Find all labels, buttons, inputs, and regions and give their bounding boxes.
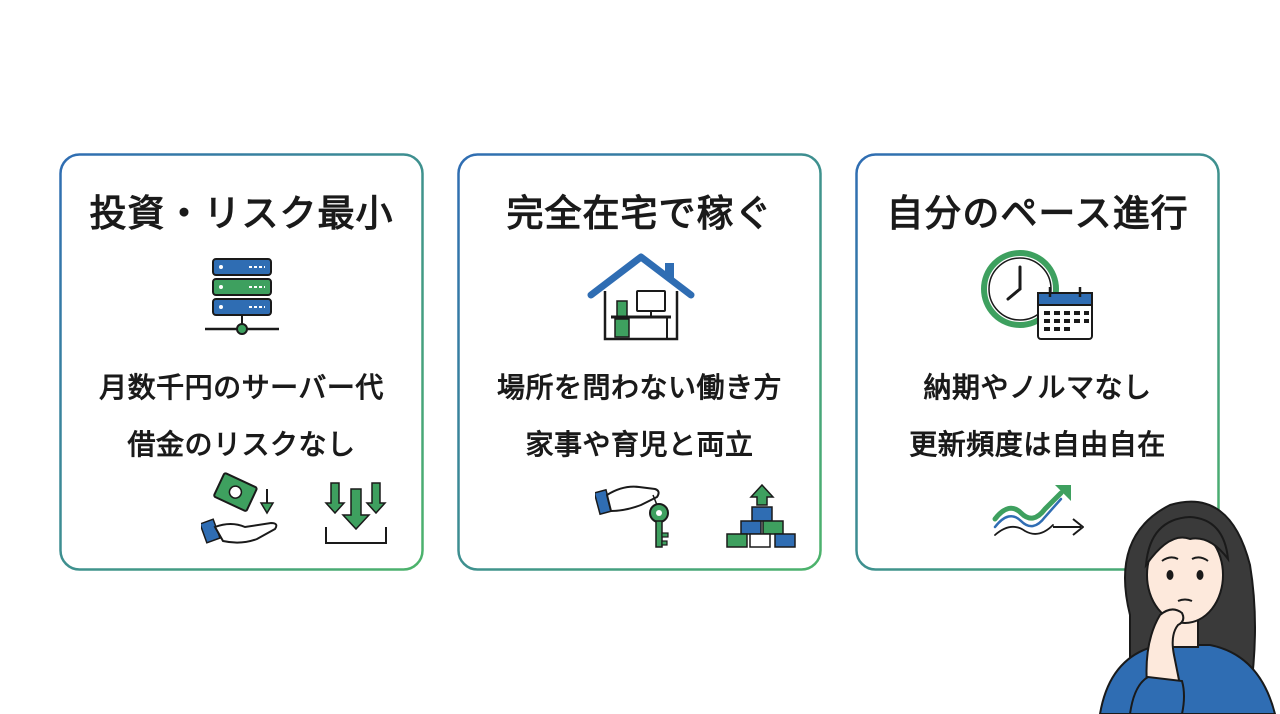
card-title: 投資・リスク最小 (89, 192, 394, 235)
hand-key-icon (595, 485, 669, 548)
home-office-icon (587, 253, 695, 341)
server-icon (205, 258, 279, 335)
card-title: 完全在宅で稼ぐ (506, 192, 773, 235)
blocks-icon (726, 483, 796, 548)
card-line: 更新頻度は自由自在 (909, 428, 1166, 461)
thinking-woman-illustration (1098, 500, 1277, 714)
card-title: 自分のペース進行 (886, 192, 1189, 235)
card-line: 場所を問わない働き方 (496, 371, 782, 404)
clock-calendar-icon (981, 250, 1093, 340)
card-line: 月数千円のサーバー代 (99, 371, 384, 404)
money-hand-icon (201, 472, 278, 544)
card-line: 家事や育児と両立 (525, 428, 754, 461)
card-investment-risk: 投資・リスク最小 月数千円のサーバー代 借金のリスクなし (59, 153, 424, 571)
download-arrows-icon (324, 482, 387, 544)
wave-arrows-icon (992, 485, 1084, 536)
card-line: 納期やノルマなし (923, 371, 1152, 404)
card-work-from-home: 完全在宅で稼ぐ 場所を問わない働き方 家事や育児と両立 (457, 153, 822, 571)
card-line: 借金のリスクなし (127, 428, 356, 461)
